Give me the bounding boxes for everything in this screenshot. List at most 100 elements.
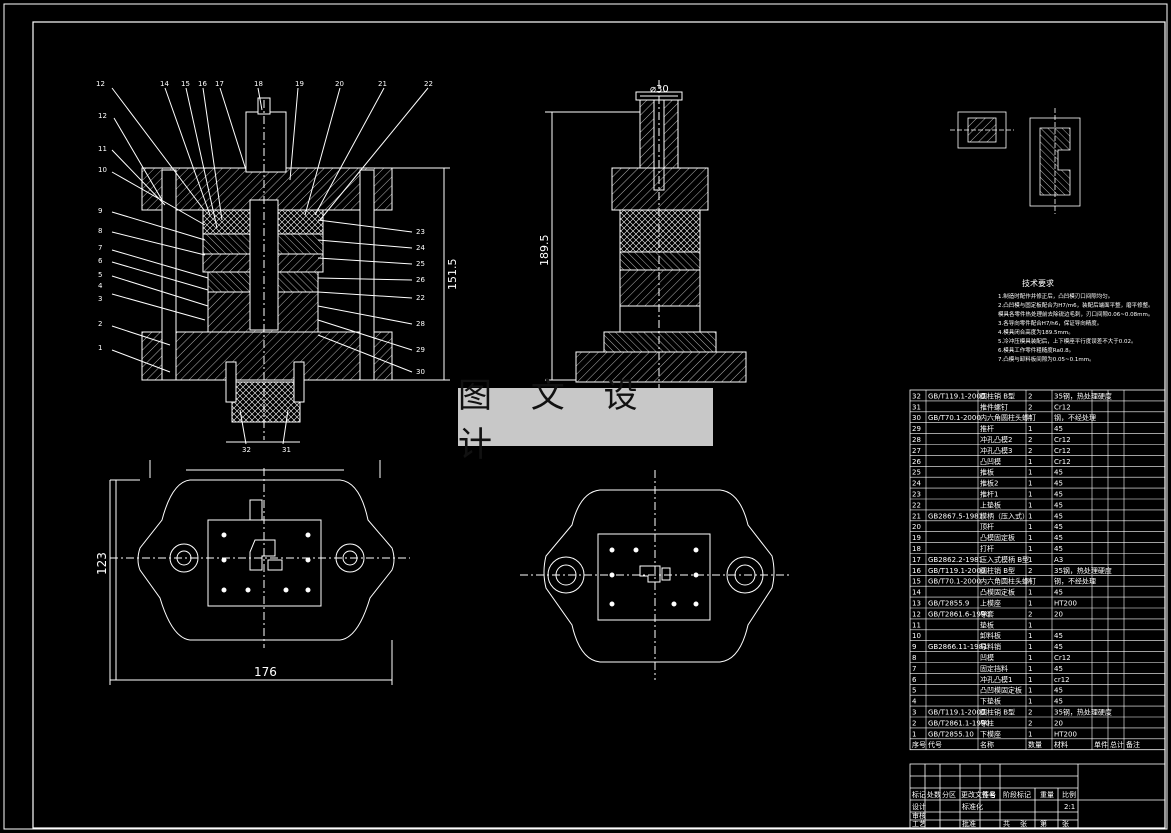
tech-notes-title: 技术要求 [1022,278,1054,288]
bom-cell-no: 30 [912,414,921,422]
bom-cell-qty: 2 [1028,719,1032,727]
balloon-10: 10 [98,166,107,174]
bom-cell-mat: Cr12 [1054,403,1071,411]
bom-cell-name: 下模座 [980,729,1001,738]
bom-cell-code: GB/T70.1-2000 [928,578,981,586]
bom-cell-no: 31 [912,403,921,411]
tech-notes: 技术要求 1.制造时配作并修正后，凸凹模刃口间隙均匀。 2.凸凹模与固定板配合为… [998,278,1154,363]
bom-cell-code: GB/T119.1-2000 [928,567,985,575]
bom-cell-qty: 1 [1028,512,1032,520]
balloon-17: 17 [215,80,224,88]
balloon-22: 22 [424,80,433,88]
bom-cell-qty: 1 [1028,654,1032,662]
bom-cell-no: 26 [912,458,921,466]
bom-header-cell: 单件 [1094,740,1108,749]
bom-cell-qty: 4 [1028,414,1033,422]
bom-cell-no: 4 [912,698,917,706]
balloon-9: 9 [98,207,102,215]
bom-cell-qty: 1 [1028,556,1032,564]
bom-cell-qty: 1 [1028,665,1032,673]
bom-cell-mat: 钢，不经处理 [1054,413,1096,422]
tech-note-5: 4.模具闭合高度为189.5mm。 [998,328,1074,336]
bom-cell-qty: 2 [1028,709,1032,717]
balloon-28: 28 [416,320,425,328]
bom-cell-no: 13 [912,600,921,608]
plan-view-lower [109,460,410,685]
balloon-21: 21 [378,80,387,88]
bom-cell-qty: 1 [1028,545,1032,553]
bom-cell-no: 2 [912,719,916,727]
balloon-1: 1 [98,344,102,352]
bom-cell-qty: 1 [1028,698,1032,706]
bom-cell-no: 6 [912,676,917,684]
bom-cell-qty: 2 [1028,436,1032,444]
tb-label-process: 工艺 [912,820,926,828]
bom-header-cell: 总计 [1110,740,1124,749]
bom-cell-mat: 45 [1054,687,1063,695]
bom-cell-no: 22 [912,501,921,509]
bom-cell-mat: 20 [1054,610,1063,618]
bom-cell-qty: 1 [1028,643,1032,651]
bom-cell-qty: 1 [1028,730,1032,738]
tb-label-approve: 批准 [962,819,976,828]
bom-cell-code: GB/T2861.6-1990 [928,610,990,618]
balloon-18: 18 [254,80,263,88]
tech-note-7: 6.模具工作零件粗糙度Ra0.8。 [998,346,1074,354]
tb-label-review: 审核 [912,811,926,820]
bom-cell-no: 28 [912,436,921,444]
tb-label-no: 第 [1040,819,1047,828]
bom-cell-name: 内六角圆柱头螺钉 [980,413,1036,422]
bom-cell-name: 凹模 [980,653,994,662]
bom-cell-mat: 35钢，热处理硬度 [1054,708,1112,717]
bom-cell-name: 模柄（压入式） [980,511,1029,520]
plan-width-dim: 176 [254,665,277,679]
bom-cell-code: GB2866.11-1981 [928,643,988,651]
tb-label-stage: 阶段标记 [1003,790,1031,799]
bom-cell-name: 凸模固定板 [980,588,1015,597]
front-section-view [111,87,450,445]
bom-cell-mat: 45 [1054,589,1063,597]
bom-cell-no: 23 [912,491,921,499]
bom-cell-qty: 1 [1028,621,1032,629]
balloon-16: 16 [198,80,207,88]
bom-header-cell: 数量 [1028,740,1042,749]
balloon-22b: 22 [416,294,425,302]
bom-cell-code: GB/T2855.9 [928,600,969,608]
front-height-dim: 151.5 [446,259,459,291]
bom-cell-no: 7 [912,665,916,673]
front-view-balloons: 12 12 11 10 9 8 7 6 5 4 3 2 1 14 15 16 1… [96,80,459,454]
tech-note-6: 5.冷冲压模具装配后，上下模座平行度误差不大于0.02。 [998,337,1137,345]
bom-cell-name: 压入式模柄 B型 [980,555,1029,564]
tech-note-4: 3.各导向零件配合H7/h6，保证导向精度。 [998,319,1102,327]
bom-cell-no: 10 [912,632,921,640]
tech-note-2: 2.凸凹模与固定板配合为H7/m6，装配后端面平整，磨平修整。 [998,301,1154,309]
bom-cell-name: 下垫板 [980,697,1001,706]
tech-note-3: 模具各零件热处理前去除锐边毛刺，刃口间隙0.06~0.08mm。 [998,310,1153,318]
bom-cell-no: 20 [912,523,921,531]
balloon-29: 29 [416,346,425,354]
tb-label-zone: 分区 [942,790,956,799]
bom-cell-qty: 1 [1028,534,1032,542]
bom-cell-no: 12 [912,610,921,618]
bom-cell-qty: 1 [1028,687,1032,695]
balloon-30: 30 [416,368,425,376]
bom-cell-code: GB2867.5-1981 [928,512,983,520]
bom-cell-mat: Cr12 [1054,447,1071,455]
balloon-3: 3 [98,295,102,303]
bom-cell-name: 凸凹模固定板 [980,686,1022,695]
bom-cell-no: 11 [912,621,921,629]
bom-cell-name: 推板 [980,468,994,477]
bom-cell-no: 15 [912,578,921,586]
bom-cell-no: 1 [912,730,916,738]
bom-cell-mat: 45 [1054,480,1063,488]
balloon-8: 8 [98,227,102,235]
bom-cell-no: 29 [912,425,921,433]
bom-cell-code: GB2862.2-1981 [928,556,983,564]
title-block-labels: 标记 处数 分区 更改文件号 签名 设计 标准化 审核 工艺 批准 阶段标记 重… [912,790,1076,828]
bom-cell-qty: 1 [1028,491,1032,499]
bom-cell-qty: 2 [1028,403,1032,411]
tb-label-design: 设计 [912,802,926,811]
balloon-31: 31 [282,446,291,454]
bom-frame [909,389,1166,751]
bom-cell-name: 凸凹模 [980,457,1001,466]
